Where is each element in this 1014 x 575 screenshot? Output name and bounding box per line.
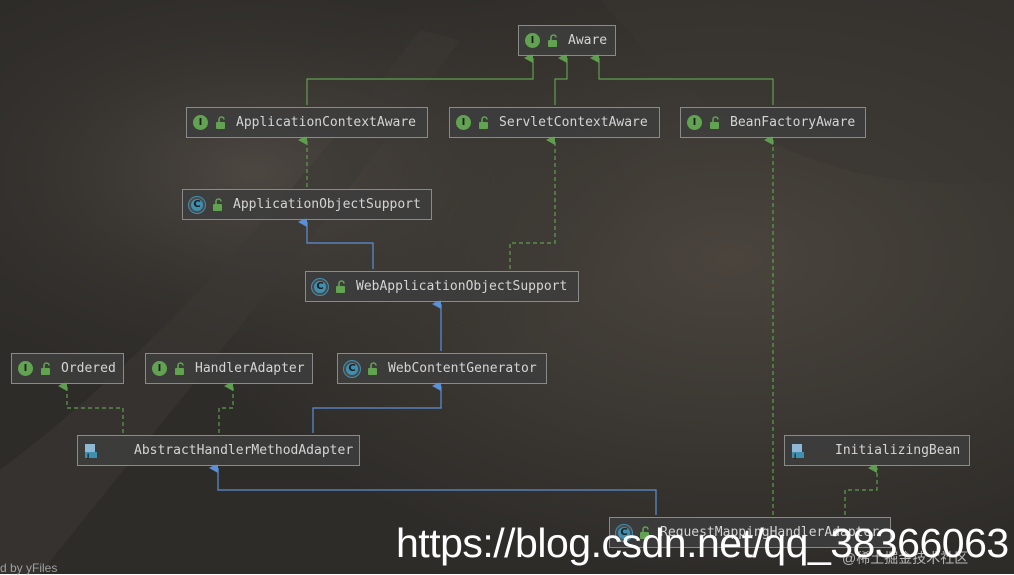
node-label: ApplicationObjectSupport xyxy=(233,197,421,212)
unlock-icon xyxy=(175,361,184,375)
unlock-icon xyxy=(548,33,557,47)
node-servlet-context-aware[interactable]: I ServletContextAware xyxy=(449,107,660,138)
java-file-icon: J xyxy=(85,443,97,459)
unlock-icon xyxy=(336,279,345,293)
community-watermark: @稀土掘金技术社区 xyxy=(842,550,969,566)
java-file-icon: J xyxy=(792,443,804,459)
node-initializing-bean[interactable]: J InitializingBean xyxy=(784,435,970,466)
unlock-icon xyxy=(213,197,222,211)
node-handler-adapter[interactable]: I HandlerAdapter xyxy=(145,353,313,384)
interface-icon: I xyxy=(152,361,167,376)
class-icon: C xyxy=(191,198,203,211)
class-icon: C xyxy=(314,280,326,293)
svg-text:J: J xyxy=(86,453,89,459)
class-icon: C xyxy=(346,362,358,375)
unlock-icon xyxy=(368,361,377,375)
node-bean-factory-aware[interactable]: I BeanFactoryAware xyxy=(680,107,866,138)
node-label: InitializingBean xyxy=(835,443,961,458)
node-label: AbstractHandlerMethodAdapter xyxy=(134,443,354,458)
node-abstract-handler-method-adapter[interactable]: J AbstractHandlerMethodAdapter xyxy=(77,435,360,466)
class-icon: C xyxy=(618,526,630,539)
node-request-mapping-handler-adapter[interactable]: C RequestMappingHandlerAdapter xyxy=(609,517,891,548)
node-application-context-aware[interactable]: I ApplicationContextAware xyxy=(186,107,428,138)
interface-icon: I xyxy=(18,361,33,376)
node-label: WebContentGenerator xyxy=(388,361,537,376)
interface-icon: I xyxy=(193,115,208,130)
node-application-object-support[interactable]: C ApplicationObjectSupport xyxy=(182,189,432,220)
unlock-icon xyxy=(41,361,50,375)
node-ordered[interactable]: I Ordered xyxy=(11,353,124,384)
unlock-icon xyxy=(640,525,649,539)
node-label: WebApplicationObjectSupport xyxy=(356,279,568,294)
unlock-icon xyxy=(479,115,488,129)
interface-icon: I xyxy=(525,33,540,48)
node-label: ServletContextAware xyxy=(499,115,648,130)
node-label: HandlerAdapter xyxy=(195,361,305,376)
footer-credit: d by yFiles xyxy=(0,561,58,575)
node-label: RequestMappingHandlerAdapter xyxy=(660,525,880,540)
node-label: Ordered xyxy=(61,361,116,376)
url-watermark: https://blog.csdn.net/qq_38366063 xyxy=(396,520,1009,566)
node-aware[interactable]: I Aware xyxy=(518,25,616,56)
node-label: ApplicationContextAware xyxy=(236,115,417,130)
node-web-content-generator[interactable]: C WebContentGenerator xyxy=(337,353,547,384)
node-label: Aware xyxy=(568,33,608,48)
interface-icon: I xyxy=(456,115,471,130)
unlock-icon xyxy=(216,115,225,129)
svg-text:J: J xyxy=(793,453,796,459)
unlock-icon xyxy=(710,115,719,129)
node-label: BeanFactoryAware xyxy=(730,115,856,130)
interface-icon: I xyxy=(687,115,702,130)
node-web-application-object-support[interactable]: C WebApplicationObjectSupport xyxy=(305,271,579,302)
